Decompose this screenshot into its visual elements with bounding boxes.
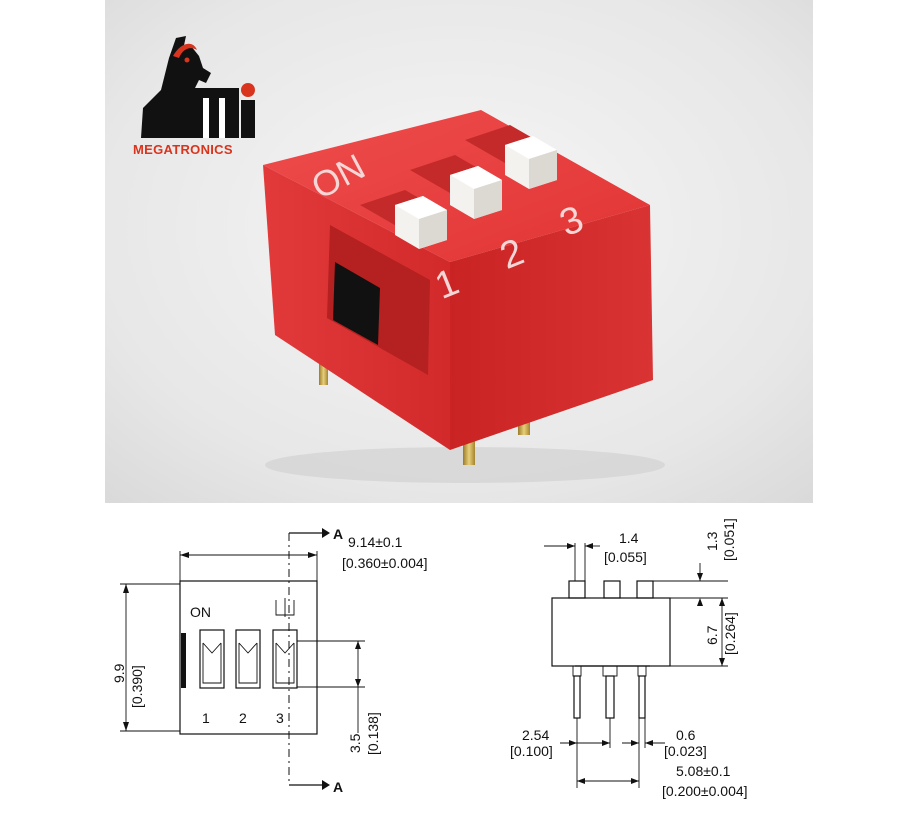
dim-pitch-in: [0.100] [510,743,553,759]
front-position-3: 3 [276,710,284,726]
front-view: ON 1 2 3 A A 9.14±0.1 [0.360±0.004] [111,526,428,795]
dim-span-mm: 5.08±0.1 [676,763,731,779]
actuators [395,136,557,249]
drawing-canvas: ON 1 2 3 A A 9.14±0.1 [0.360±0.004] [111,518,748,799]
product-photo: ON 1 2 3 [105,0,813,503]
dim-body-height-mm: 6.7 [704,625,720,645]
brand-name: MEGATRONICS [133,142,233,157]
actuator-1 [395,196,447,249]
front-position-2: 2 [239,710,247,726]
dim-pin-mm: 0.6 [676,727,696,743]
switch-side-face [450,205,653,450]
dim-height-mm: 9.9 [111,663,127,683]
dim-act-width-in: [0.055] [604,549,647,565]
dim-span-in: [0.200±0.004] [662,783,748,799]
front-position-1: 1 [202,710,210,726]
dim-pin-in: [0.023] [664,743,707,759]
dim-body-height-in: [0.264] [722,612,738,655]
dim-act-width-mm: 1.4 [619,530,639,546]
front-on-label: ON [190,604,211,620]
side-view: 1.4 [0.055] 1.3 [0.051] 6.7 [0.264] [510,518,748,799]
dim-width-mm: 9.14±0.1 [348,534,403,550]
side-pins [573,675,646,719]
dim-actuator-in: [0.138] [365,712,381,755]
side-body-outline [551,597,671,667]
ram-logo-icon [141,36,255,138]
switch-slot [333,262,380,345]
actuator-2 [450,166,502,219]
section-mark-top: A [333,526,343,542]
dim-height-in: [0.390] [129,665,145,708]
section-mark-bottom: A [333,779,343,795]
dim-width-in: [0.360±0.004] [342,555,428,571]
dim-actuator-mm: 3.5 [347,733,363,753]
dim-act-height-in: [0.051] [721,518,737,561]
front-body-outline [179,580,318,735]
dim-pitch-mm: 2.54 [522,727,549,743]
dim-act-height-mm: 1.3 [704,531,720,551]
front-switch-cells [199,629,298,689]
dimension-drawing: ON 1 2 3 A A 9.14±0.1 [0.360±0.004] [0,503,919,808]
actuator-3 [505,136,557,189]
brand-logo [131,28,261,160]
dip-switch-photo: ON 1 2 3 [105,0,813,503]
pin1-symbol-icon [275,598,295,617]
